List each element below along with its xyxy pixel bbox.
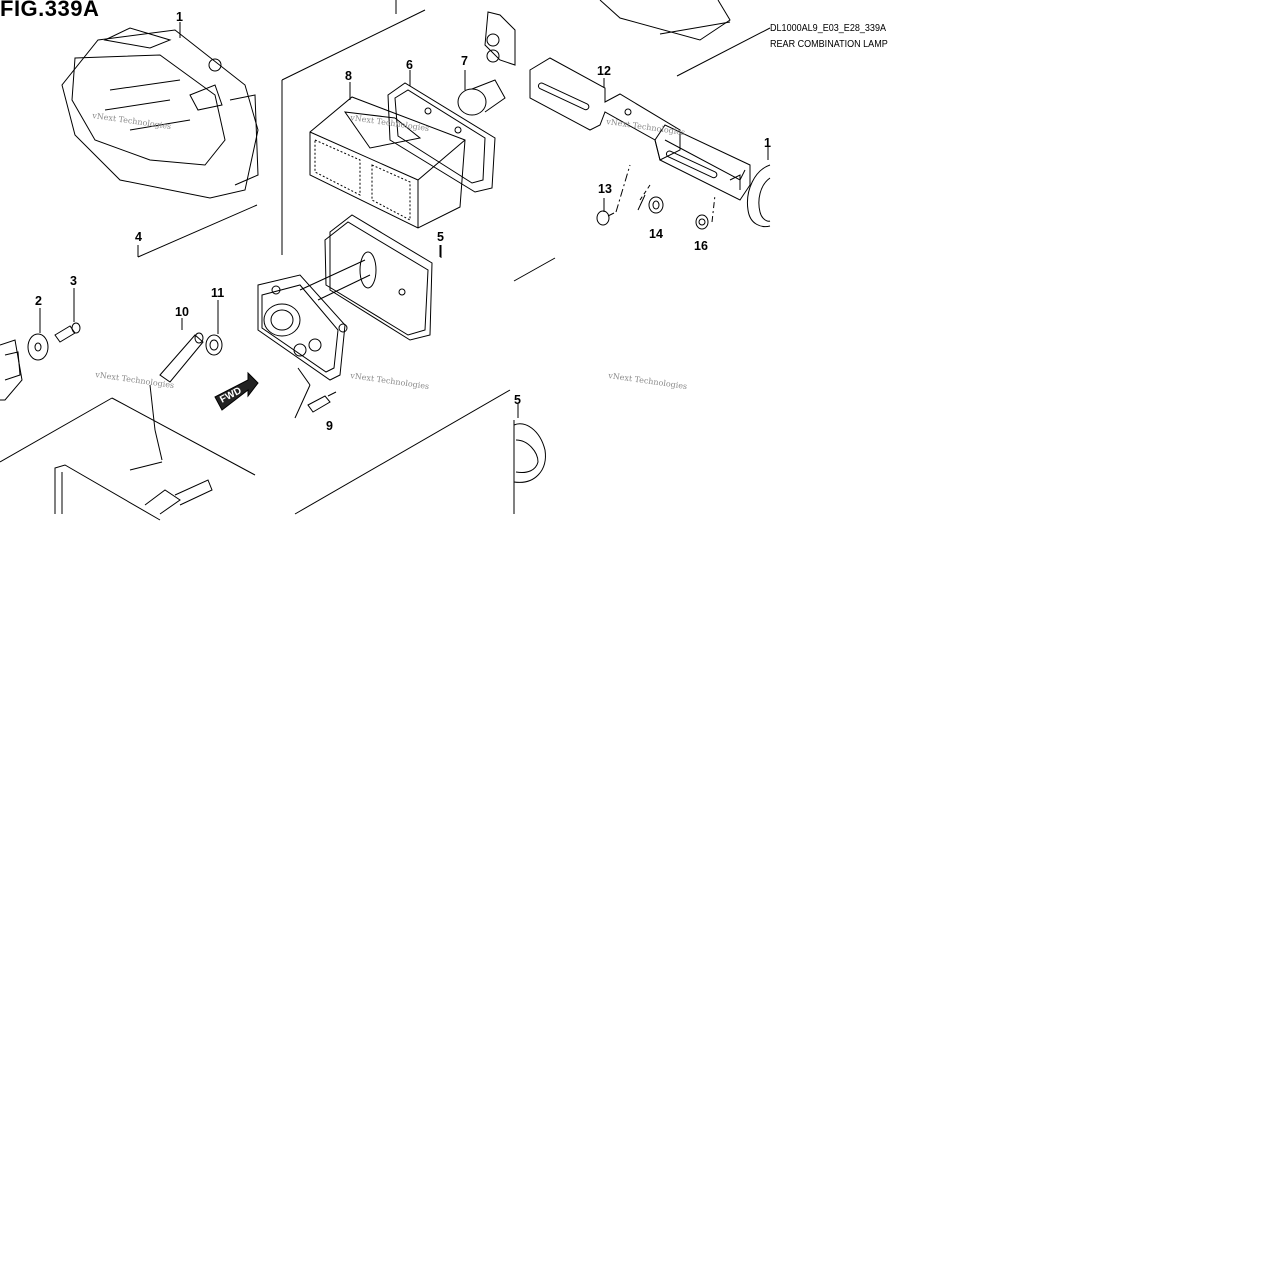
callout-1-right: 1 (764, 136, 771, 150)
part-5-license-lens-assembly (299, 214, 442, 341)
watermark-1: vNext Technologies (91, 111, 172, 131)
part-2-washer (27, 308, 49, 361)
part-3-screw (54, 288, 81, 343)
top-bracket-partial (484, 0, 731, 66)
watermark-4: vNext Technologies (94, 370, 175, 390)
callout-labels: 1 2 3 4 5 6 7 8 9 10 11 12 13 14 16 5 1 (35, 10, 771, 433)
watermark-6: vNext Technologies (607, 371, 688, 391)
left-edge-partial-parts (0, 339, 23, 401)
callout-8: 8 (345, 69, 352, 83)
callout-12: 12 (597, 64, 611, 78)
part-14-nut (637, 184, 664, 214)
part-6-gasket (387, 70, 496, 193)
callout-5-lower: 5 (514, 393, 521, 407)
callout-16: 16 (694, 239, 708, 253)
callout-3: 3 (70, 274, 77, 288)
fwd-arrow: FWD (214, 371, 259, 411)
callout-14: 14 (649, 227, 663, 241)
figure-title: FIG.339A (0, 0, 100, 21)
part-11-nut (205, 300, 223, 356)
part-10-collar (149, 318, 204, 461)
part-8-license-lamp-housing (309, 82, 466, 229)
callout-1: 1 (176, 10, 183, 24)
callout-5: 5 (437, 230, 444, 244)
callout-6: 6 (406, 58, 413, 72)
watermarks: vNext Technologies vNext Technologies vN… (91, 111, 688, 391)
callout-2: 2 (35, 294, 42, 308)
callout-13: 13 (598, 182, 612, 196)
watermark-5: vNext Technologies (349, 371, 430, 391)
right-partial-lamp (746, 146, 771, 228)
part-1-rear-combination-lamp (61, 22, 259, 199)
callout-10: 10 (175, 305, 189, 319)
part-16-nut (695, 194, 716, 230)
callout-9: 9 (326, 419, 333, 433)
callout-7: 7 (461, 54, 468, 68)
model-code: DL1000AL9_E03_E28_339A (770, 22, 886, 34)
bottom-partial-lamp (513, 404, 546, 483)
part-12-bracket (529, 57, 751, 201)
section-name: REAR COMBINATION LAMP (770, 38, 888, 50)
lamp-socket-base (257, 274, 348, 381)
part-13-bolt (596, 164, 631, 226)
panel-outline-lines (0, 0, 771, 515)
callout-4: 4 (135, 230, 142, 244)
part-7-bulb (457, 70, 506, 116)
part-9-screw (294, 367, 337, 419)
callout-11: 11 (211, 286, 224, 300)
bottom-bracket-partial (54, 461, 213, 521)
